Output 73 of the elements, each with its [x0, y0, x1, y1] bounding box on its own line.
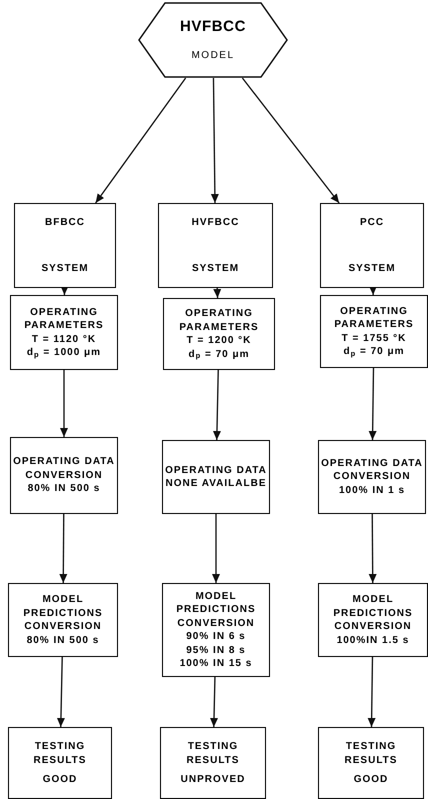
box-text: OPERATING DATA [165, 464, 267, 477]
arrow [368, 514, 377, 583]
box-text: MODEL PREDICTIONS [175, 590, 257, 616]
process-box [162, 583, 270, 677]
arrow [368, 286, 377, 296]
process-box [318, 727, 424, 799]
box-text: HVFBCC [192, 216, 240, 230]
box-text: 95% IN 8 s [186, 644, 246, 657]
arrow [95, 78, 186, 204]
box-text: d$_{p}$ = 70 μm [188, 348, 250, 361]
box-text: TESTING RESULTS [186, 740, 240, 767]
process-box [158, 203, 273, 288]
process-box [8, 727, 112, 799]
box-text: PCC [360, 216, 384, 230]
box-text: 80% IN 500 s [26, 634, 100, 647]
box-text: TESTING RESULTS [344, 740, 398, 767]
box-text: SYSTEM [192, 262, 240, 275]
box-text: CONVERSION [25, 468, 103, 482]
box-text: NONE AVAILALBE [165, 477, 267, 490]
process-box [160, 727, 266, 799]
box-text: MODEL [191, 49, 235, 63]
process-box [162, 440, 270, 514]
process-box [8, 583, 118, 657]
box-text: 80% IN 500 s [28, 482, 100, 496]
box-text: d$_{p}$ = 1000 μm [26, 346, 102, 360]
arrow [213, 288, 222, 298]
hexagon-node [138, 2, 288, 78]
arrow [242, 78, 340, 204]
box-text: CONVERSION [333, 470, 411, 484]
arrow [60, 370, 68, 437]
box-text: T = 1200 °K [186, 334, 252, 348]
box-text: OPERATING DATA [13, 455, 115, 469]
box-text: d$_{p}$ = 70 μm [343, 345, 404, 358]
process-box [320, 203, 424, 288]
box-text: GOOD [42, 772, 78, 786]
box-text: T = 1120 °K [32, 332, 96, 346]
box-text: CONVERSION [24, 620, 102, 634]
box-text: BFBCC [45, 216, 85, 230]
process-box [318, 440, 426, 514]
title-text: HVFBCC [180, 17, 246, 38]
box-text: MODEL PREDICTIONS [332, 593, 414, 620]
process-box [10, 437, 118, 514]
arrow [368, 368, 377, 440]
arrow [210, 78, 219, 203]
arrow [212, 514, 220, 583]
box-text: UNPROVED [180, 772, 246, 786]
box-text: T = 1755 °K [342, 332, 406, 345]
process-box [163, 298, 275, 370]
box-text: TESTING RESULTS [32, 740, 88, 767]
arrow [59, 514, 68, 583]
box-text: SYSTEM [348, 262, 396, 275]
box-text: CONVERSION [177, 616, 255, 630]
process-box [14, 203, 116, 288]
arrow [56, 656, 65, 728]
box-text: 100% IN 1 s [338, 484, 406, 498]
box-text: OPERATING PARAMETERS [23, 306, 105, 332]
arrow [210, 676, 218, 728]
process-box [318, 583, 428, 657]
box-text: 90% IN 6 s [186, 630, 246, 644]
box-text: MODEL PREDICTIONS [22, 593, 104, 620]
box-text: CONVERSION [334, 620, 412, 634]
box-text: OPERATING DATA [321, 456, 423, 470]
box-text: OPERATING PARAMETERS [333, 304, 415, 332]
arrow [368, 656, 376, 727]
arrow [60, 286, 69, 295]
box-text: SYSTEM [41, 262, 89, 275]
box-text: OPERATING PARAMETERS [178, 307, 260, 334]
arrow [212, 370, 221, 440]
box-text: 100%IN 1.5 s [336, 634, 410, 647]
box-text: 100% IN 15 s [180, 657, 252, 670]
process-box [320, 295, 428, 368]
box-text: GOOD [354, 772, 388, 786]
process-box [10, 295, 118, 370]
